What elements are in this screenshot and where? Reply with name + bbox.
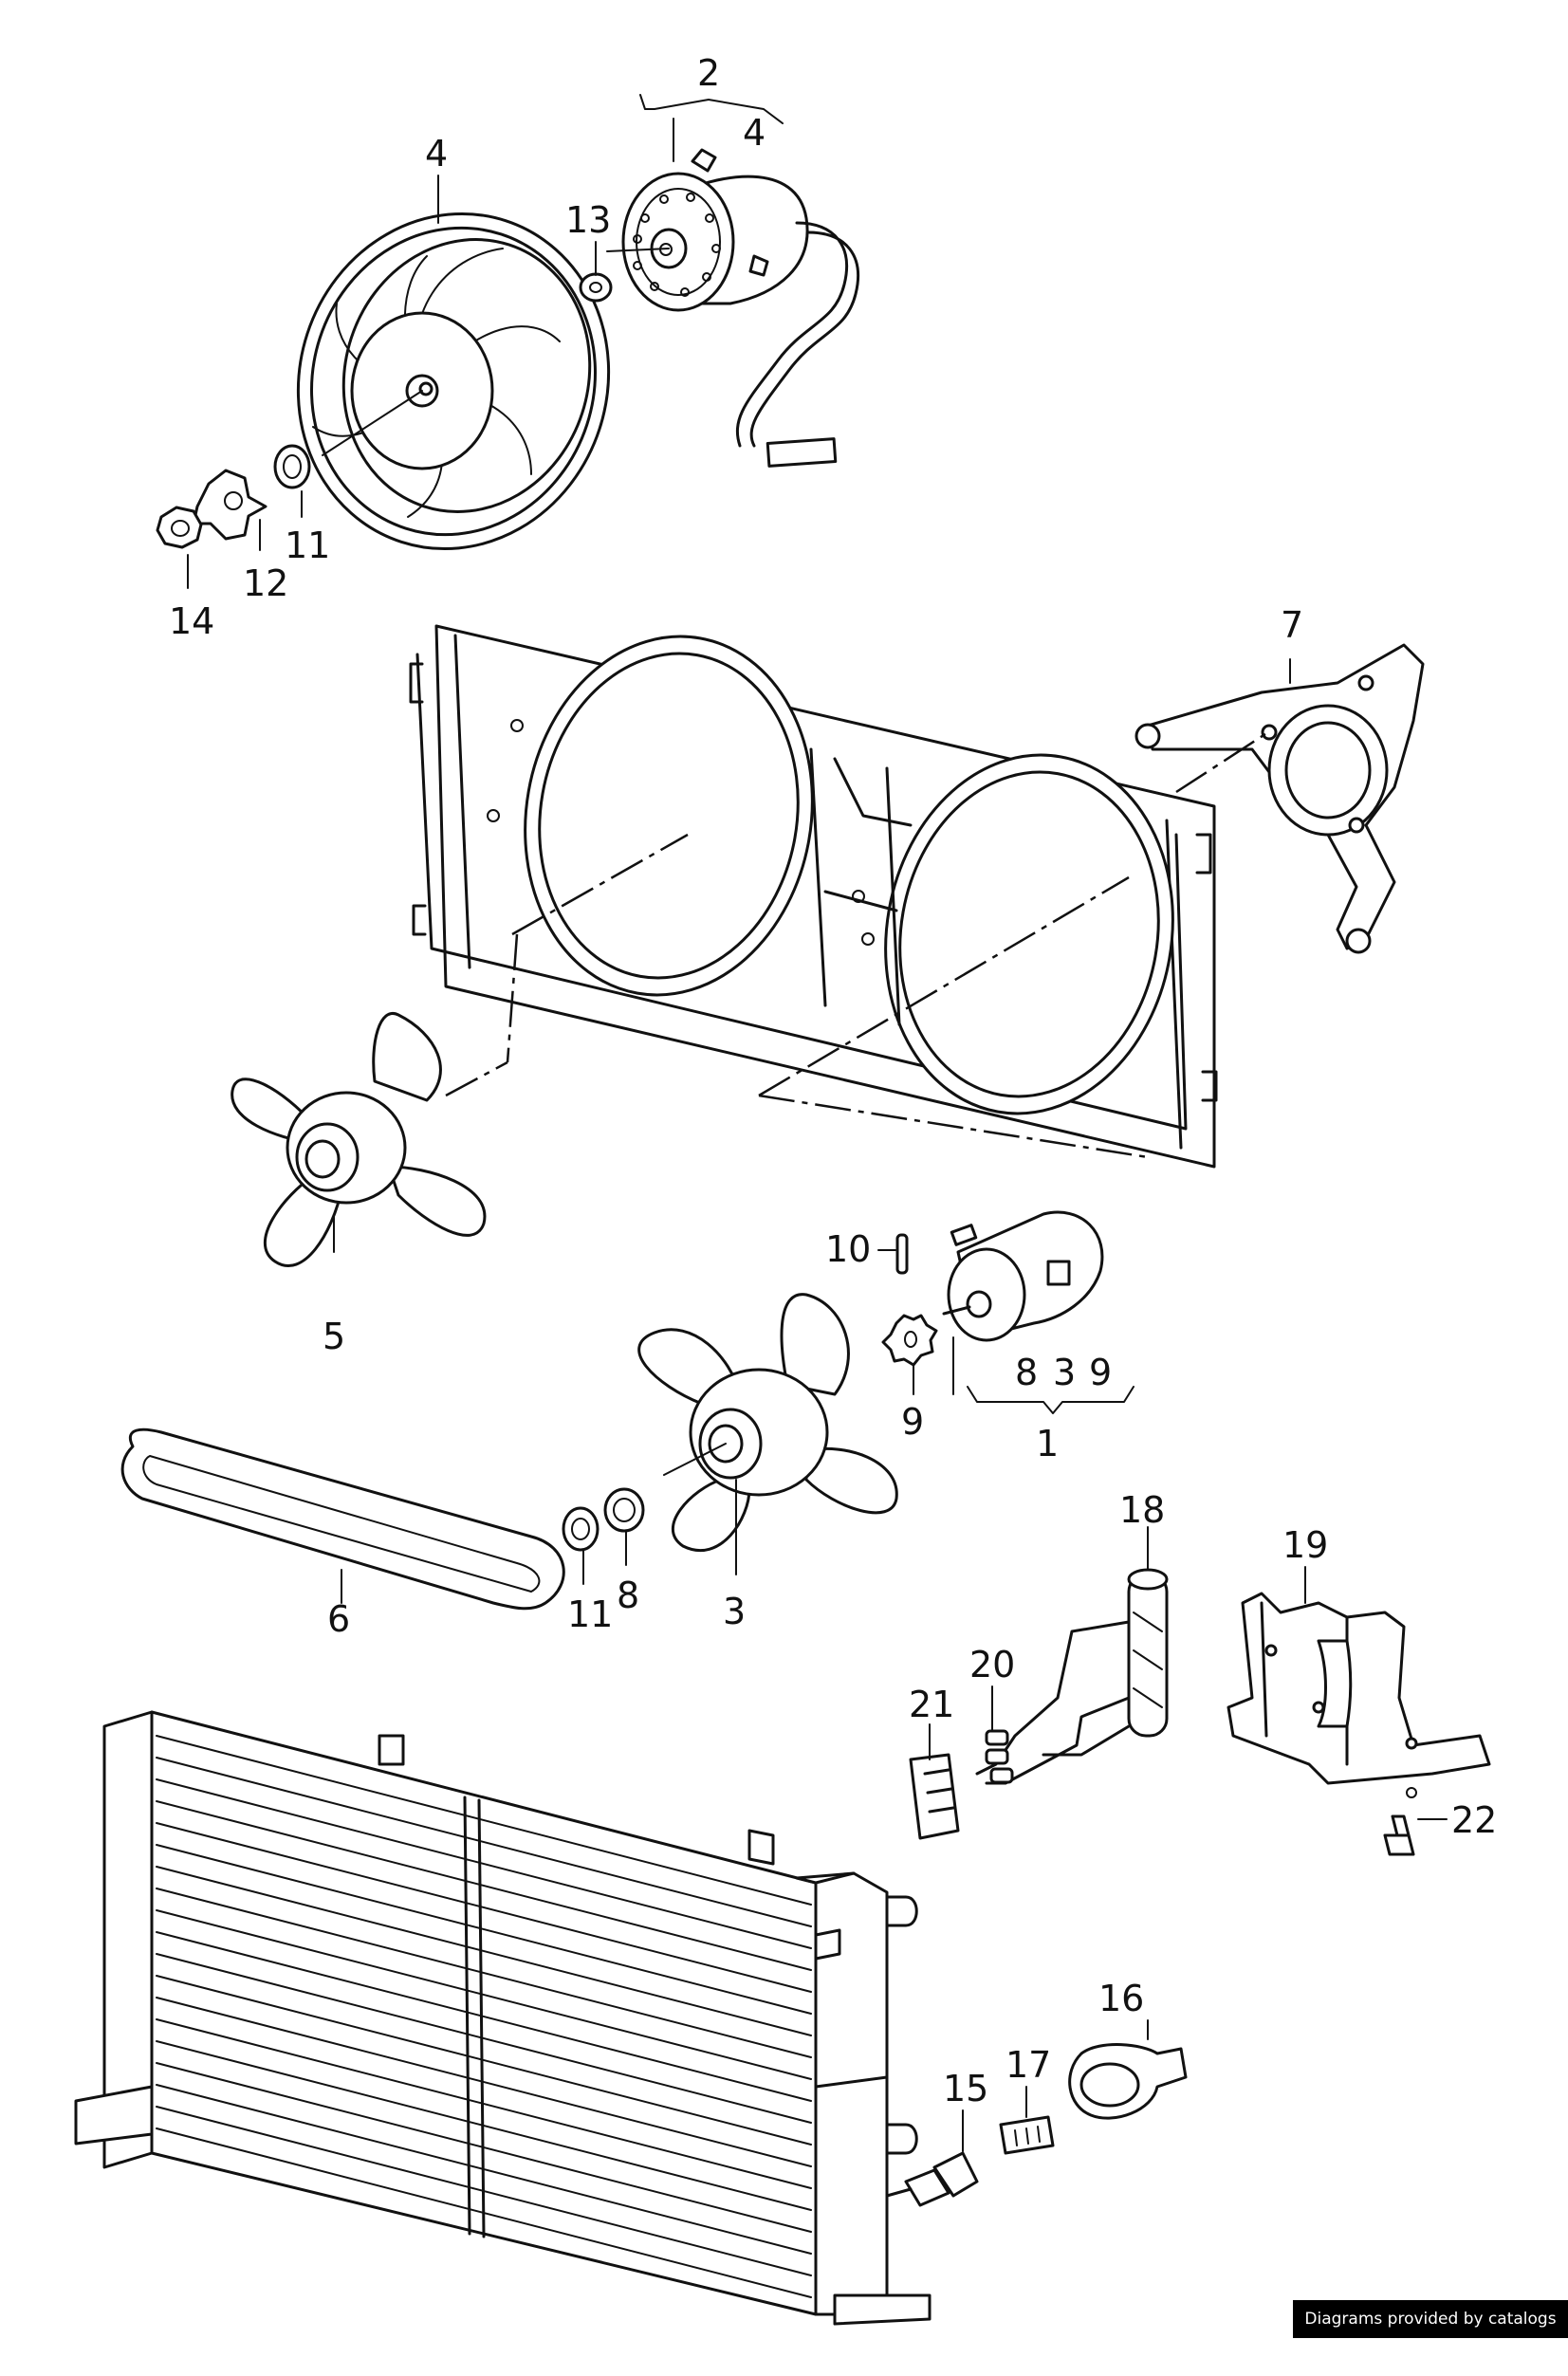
radiator-fin-line bbox=[156, 1757, 812, 1927]
callout-16: 16 bbox=[1098, 1978, 1144, 2019]
radiator-fin-line bbox=[156, 1975, 812, 2146]
bracket-7 bbox=[1134, 643, 1425, 954]
callout-6: 6 bbox=[327, 1598, 350, 1640]
callout-7: 7 bbox=[1281, 604, 1303, 646]
electric-motor-1 bbox=[895, 1210, 1104, 1342]
radiator-fin-line bbox=[156, 1997, 812, 2167]
callout-21: 21 bbox=[909, 1684, 954, 1725]
radiator-fin-line bbox=[156, 1735, 812, 1906]
bolt-22 bbox=[1383, 1787, 1417, 1856]
callout-18: 18 bbox=[1119, 1489, 1165, 1531]
fan-blade-3 bbox=[637, 1293, 898, 1553]
radiator-fin-line bbox=[156, 1800, 812, 1971]
radiator-fin-line bbox=[156, 1953, 812, 2124]
clip-11-mid bbox=[562, 1506, 600, 1552]
clip-11-top bbox=[273, 444, 311, 489]
radiator-fin-line bbox=[156, 1866, 812, 2036]
callout-3: 3 bbox=[723, 1591, 746, 1632]
radiator-fin-line bbox=[156, 1909, 812, 2080]
callout-1: 1 bbox=[1036, 1423, 1059, 1464]
callout-20: 20 bbox=[969, 1644, 1015, 1685]
callout-2: 2 bbox=[697, 52, 720, 94]
radiator-fin-line bbox=[156, 1778, 812, 1949]
callout-8-group: 8 bbox=[1015, 1352, 1038, 1393]
seal-6 bbox=[120, 1427, 565, 1611]
washer-13 bbox=[579, 272, 613, 303]
callout-5: 5 bbox=[323, 1316, 345, 1357]
callout-13: 13 bbox=[565, 199, 611, 241]
radiator bbox=[74, 1710, 932, 2326]
star-washer-12 bbox=[192, 469, 267, 541]
callout-11-mid: 11 bbox=[567, 1593, 613, 1635]
callout-14: 14 bbox=[169, 600, 214, 642]
leader-lines bbox=[187, 94, 1448, 2152]
star-washer-9 bbox=[881, 1314, 938, 1367]
callout-labels: 2 4 4 13 11 12 14 7 5 10 8 3 9 9 1 6 11 … bbox=[169, 52, 1497, 2109]
radiator-fin-line bbox=[156, 2018, 812, 2189]
connector-17 bbox=[999, 2115, 1055, 2155]
temperature-switch-15 bbox=[885, 2151, 979, 2207]
callout-15: 15 bbox=[943, 2068, 988, 2109]
radiator-fin-line bbox=[156, 1888, 812, 2058]
fan-blade-5 bbox=[231, 1011, 508, 1268]
callout-10: 10 bbox=[825, 1228, 871, 1270]
radiator-fin-line bbox=[156, 1822, 812, 1993]
fan-motor bbox=[606, 148, 860, 468]
credit-badge: Diagrams provided by catalogs parts bbox=[1293, 2300, 1568, 2367]
fan-shroud bbox=[409, 624, 1218, 1169]
callout-9: 9 bbox=[901, 1401, 924, 1443]
harness-bracket-19 bbox=[1227, 1592, 1491, 1785]
washer-8 bbox=[603, 1487, 645, 1533]
callout-9-group: 9 bbox=[1089, 1352, 1112, 1393]
callout-19: 19 bbox=[1282, 1524, 1328, 1566]
callout-11-top: 11 bbox=[285, 525, 330, 566]
sleeve-18 bbox=[1127, 1568, 1169, 1738]
callout-8: 8 bbox=[617, 1575, 639, 1616]
cover-16 bbox=[1068, 2043, 1188, 2120]
nut-14 bbox=[156, 506, 203, 549]
callout-3-group: 3 bbox=[1053, 1352, 1076, 1393]
callout-4-fan: 4 bbox=[425, 133, 448, 175]
callout-4-motor: 4 bbox=[743, 112, 766, 154]
plug-housing-21 bbox=[909, 1753, 960, 1840]
callout-12: 12 bbox=[243, 562, 288, 604]
radiator-fin-line bbox=[156, 1844, 812, 2015]
connector-20 bbox=[985, 1729, 1014, 1784]
radiator-fin-line bbox=[156, 1931, 812, 2102]
electric-fan-assembly bbox=[296, 212, 611, 551]
callout-17: 17 bbox=[1005, 2044, 1051, 2086]
callout-22: 22 bbox=[1451, 1799, 1497, 1841]
